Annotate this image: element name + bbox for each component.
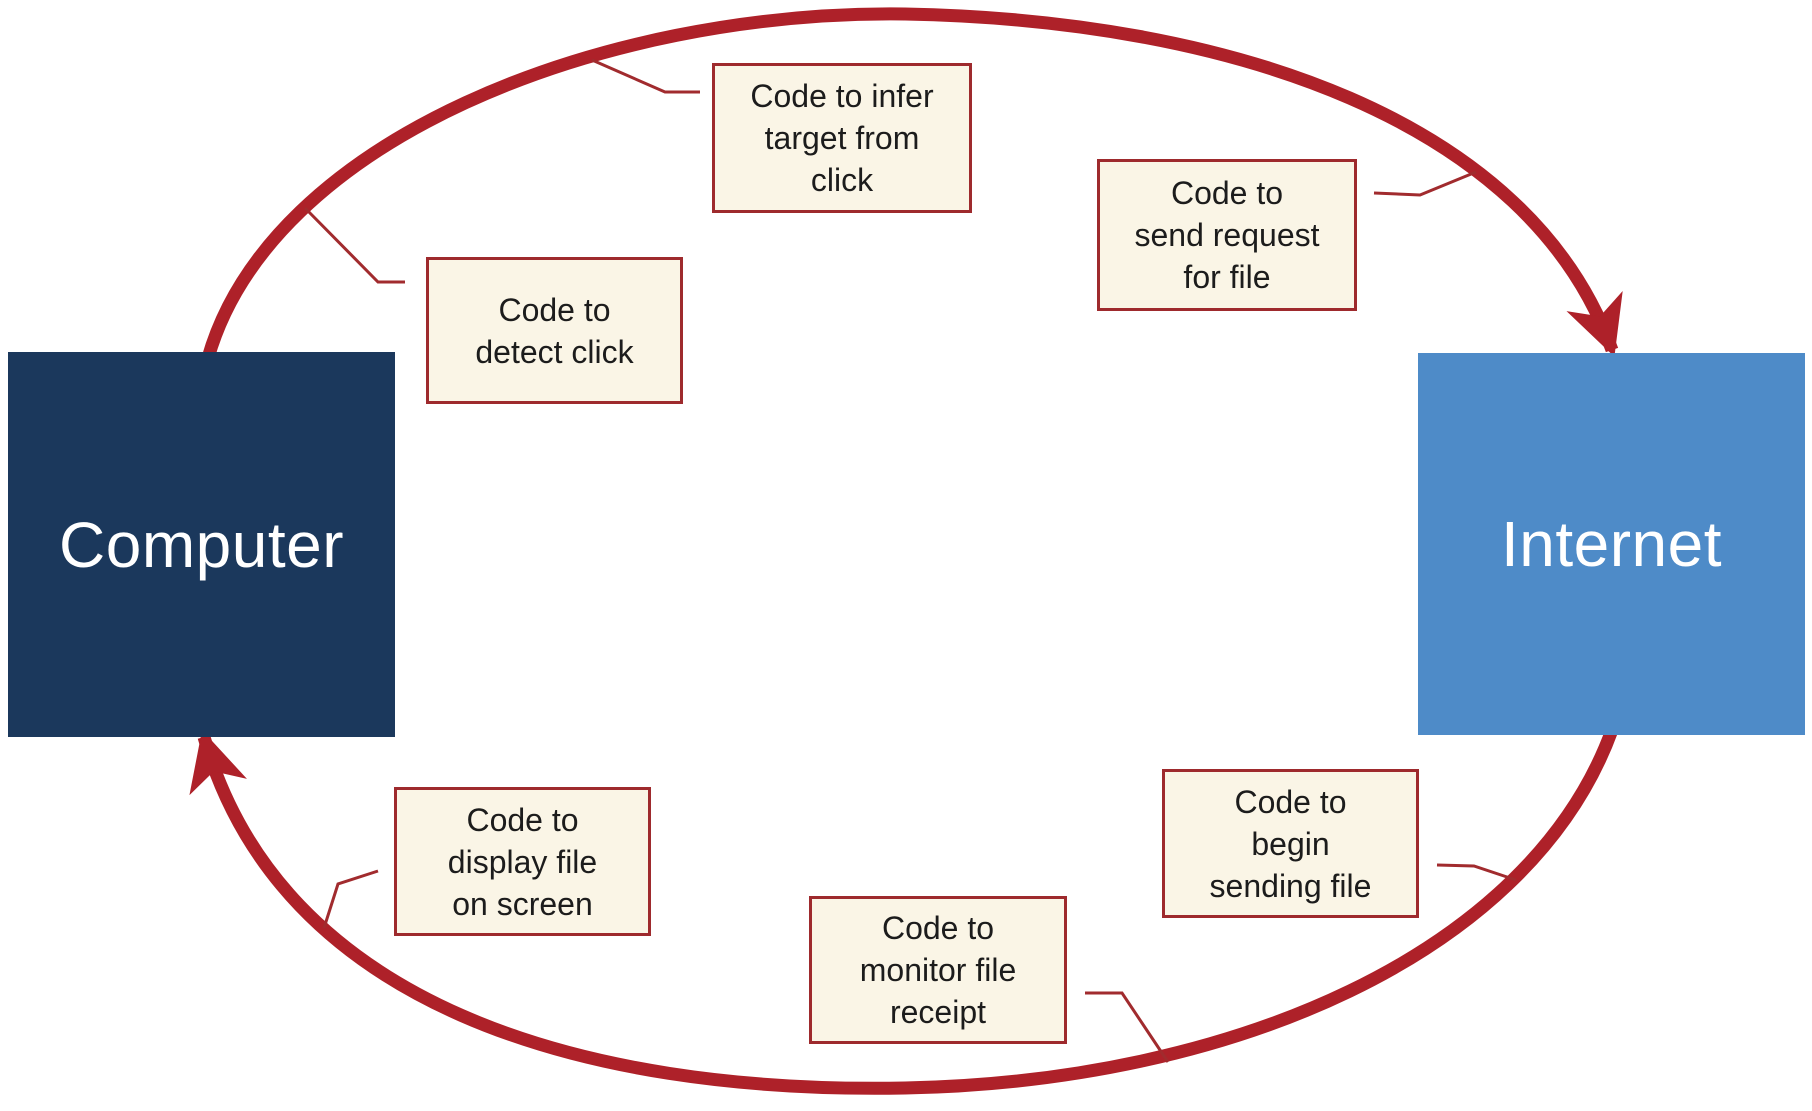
computer-node: Computer	[8, 352, 395, 737]
step-label-line: target from	[764, 120, 920, 156]
step-label-line: send request	[1134, 217, 1320, 253]
step-label-line: on screen	[452, 885, 593, 922]
step-label-begin-sending: Code to begin sending file	[1162, 769, 1419, 918]
step-label-line: Code to	[498, 291, 611, 328]
arc-internet-to-computer	[189, 727, 1619, 1095]
step-label-line: receipt	[889, 994, 987, 1030]
step-label-line: begin	[1251, 825, 1330, 862]
step-label-infer-target: Code to infer target from click	[712, 63, 972, 213]
step-label-display-file: Code to display file on screen	[394, 787, 651, 936]
step-label-monitor-receipt: Code to monitor file receipt	[809, 896, 1067, 1044]
leader-infer-target	[591, 58, 700, 94]
internet-node-label: Internet	[1500, 508, 1723, 580]
computer-node-label: Computer	[59, 508, 344, 581]
step-label-line: for file	[1183, 259, 1271, 295]
internet-node: Internet	[1418, 353, 1805, 735]
step-label-send-request: Code to send request for file	[1097, 159, 1357, 311]
step-label-line: Code to	[881, 910, 995, 946]
step-label-line: Code to	[466, 801, 579, 838]
step-label-line: Code to	[1170, 175, 1284, 211]
leader-monitor-receipt	[1085, 991, 1170, 1063]
leader-detect-click	[303, 206, 405, 284]
leader-send-request	[1373, 170, 1477, 197]
step-label-line: sending file	[1209, 867, 1372, 904]
step-label-line: click	[810, 162, 874, 198]
leader-display-file	[322, 869, 379, 929]
step-label-line: monitor file	[859, 952, 1017, 988]
step-label-line: detect click	[475, 333, 634, 370]
leader-begin-sending	[1436, 863, 1517, 882]
step-label-line: Code to infer	[750, 78, 934, 114]
step-label-line: display file	[447, 843, 598, 880]
step-label-line: Code to	[1234, 783, 1347, 820]
arc-computer-to-internet	[201, 7, 1623, 360]
step-label-detect-click: Code to detect click	[426, 257, 683, 404]
